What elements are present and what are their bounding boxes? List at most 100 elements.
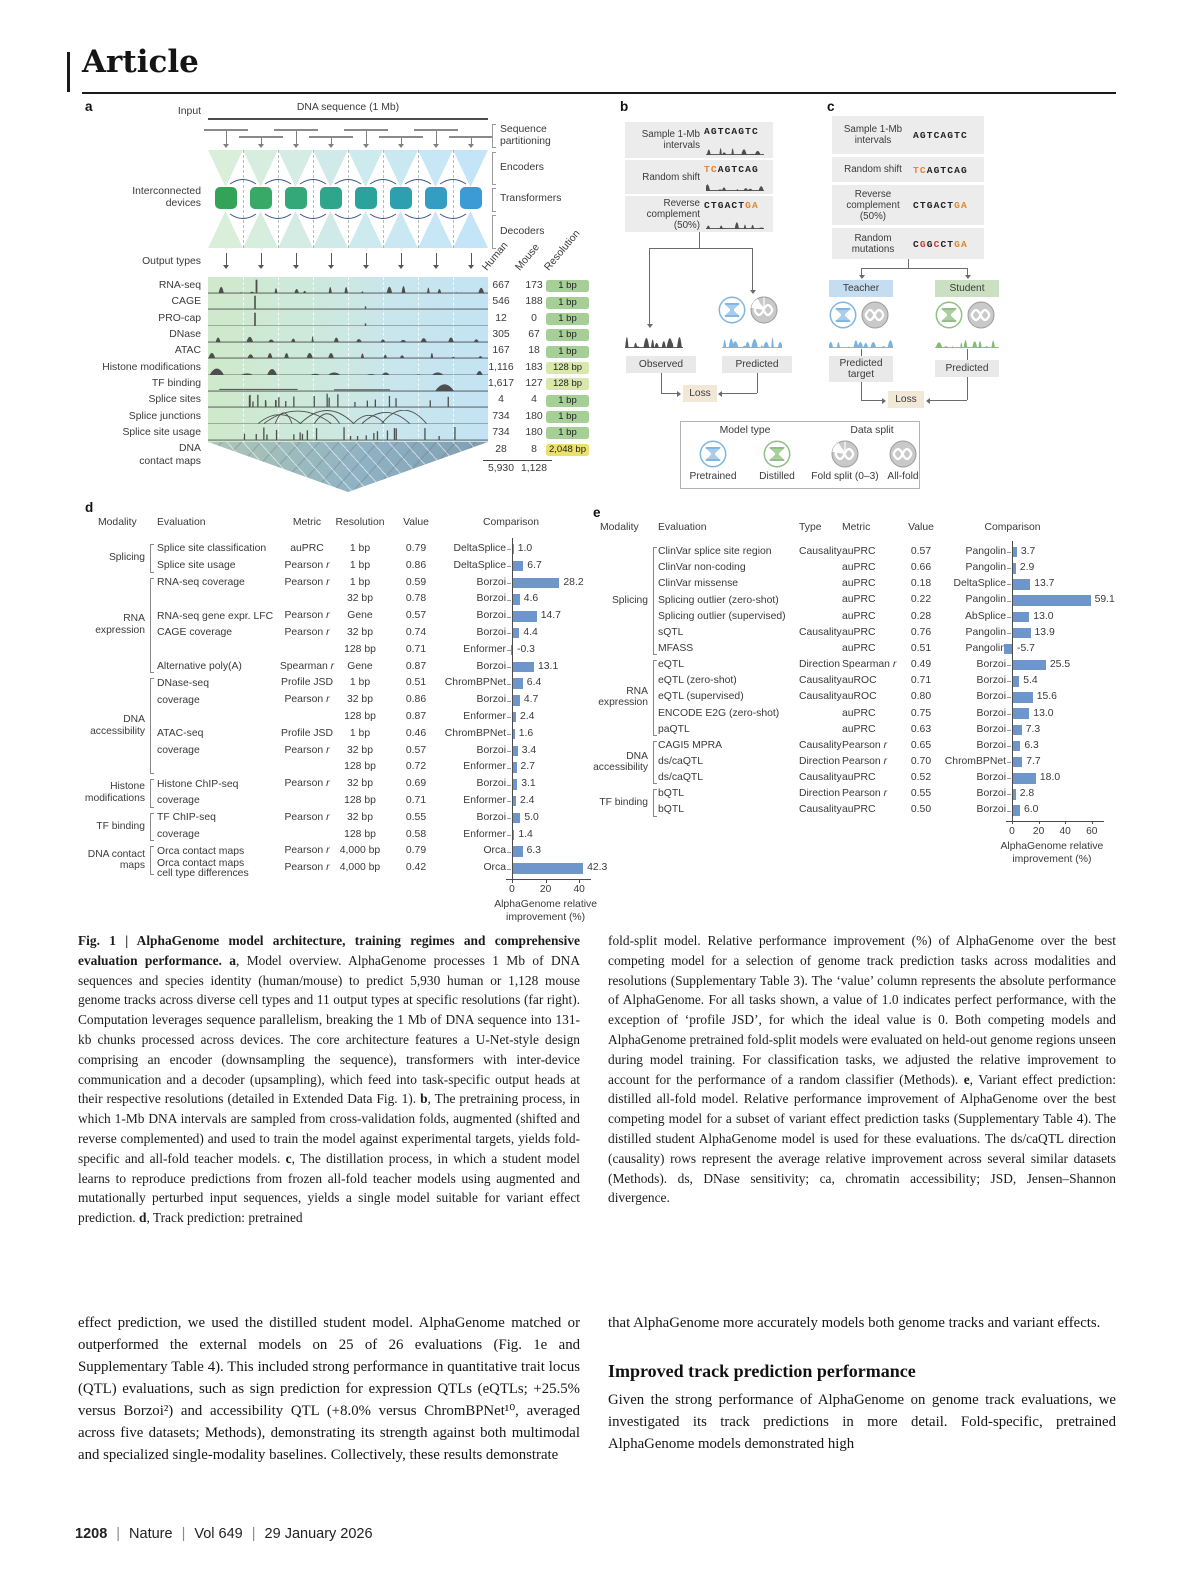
bar [1012, 724, 1022, 735]
resolution-cell: 4,000 bp [339, 862, 381, 874]
resolution-cell: Gene [347, 660, 373, 672]
category-tick [1007, 794, 1011, 796]
track-mouse-count: 8 [531, 444, 537, 455]
line [653, 740, 657, 742]
bar [1012, 546, 1017, 558]
resolution-cell: 32 bp [346, 778, 373, 790]
comparison-cell: Borzoi [976, 772, 1006, 784]
type-cell: Direction [799, 659, 840, 671]
evaluation-cell: CAGI5 MPRA [658, 739, 723, 751]
article-horizontal-rule [82, 92, 1116, 94]
metric-cell: Spearman r [279, 660, 335, 672]
comparison-cell: Pangolin [965, 594, 1006, 606]
arrow-head [363, 265, 369, 269]
augmentation-step-label: Random shift [642, 171, 700, 183]
augmentation-step-sequence: TCAGTCAG [913, 164, 968, 176]
bar [1012, 595, 1091, 606]
metric-cell: Pearson r [284, 811, 330, 823]
category-tick [1007, 552, 1011, 554]
line [492, 188, 493, 211]
category-tick [507, 801, 511, 803]
augmentation-step-box [832, 228, 984, 259]
line [1006, 820, 1104, 822]
line [150, 779, 154, 781]
bar-value-label: 3.1 [521, 778, 536, 790]
comparison-cell: Enformer [463, 795, 506, 806]
line [150, 846, 151, 874]
category-tick [1007, 778, 1011, 780]
augmentation-step-box [832, 116, 984, 154]
partition-segment [308, 136, 353, 138]
value-cell: 0.55 [405, 811, 427, 823]
augmentation-step-box [832, 157, 984, 182]
bar-value-label: 28.2 [563, 576, 584, 588]
evaluation-cell: paQTL [658, 723, 690, 735]
value-cell: 0.80 [910, 691, 932, 703]
line [492, 152, 493, 184]
bar [1012, 708, 1030, 719]
article-vertical-rule [67, 52, 70, 92]
evaluation-cell: ClinVar splice site region [658, 546, 772, 558]
bar-value-label: 4.7 [523, 694, 539, 706]
category-tick [507, 667, 511, 668]
augmentation-step-label: Reverse complement (50%) [846, 188, 900, 222]
comparison-cell: Borzoi [976, 723, 1006, 735]
all-fold-icon [967, 301, 995, 329]
arrow-head [677, 390, 681, 397]
arrow-head [749, 290, 756, 294]
axis-tick-label: 20 [1032, 825, 1045, 837]
arrow-head [926, 397, 930, 404]
track-mouse-count: 180 [525, 427, 543, 439]
metric-cell: auPRC [842, 626, 876, 638]
modality-label: Splicing [611, 594, 648, 606]
partition-segment [238, 136, 283, 138]
bar [512, 627, 520, 639]
track-resolution-badge: 1 bp [546, 312, 589, 325]
line [492, 124, 493, 147]
arrow-line [435, 131, 437, 145]
track-chunk-divider [418, 277, 419, 442]
student-box: Student [935, 280, 999, 297]
footer-separator: | [251, 1526, 256, 1542]
comparison-cell: Enformer [463, 761, 506, 773]
track-label: TF binding [151, 378, 201, 390]
arrow-head [858, 275, 865, 279]
value-cell: 0.51 [405, 677, 427, 689]
track-human-count: 734 [492, 427, 510, 439]
line [150, 846, 154, 848]
evaluation-cell: ds/caQTL [658, 756, 704, 767]
bar [1012, 563, 1016, 574]
category-tick [507, 767, 511, 769]
bar-value-label: 6.3 [526, 845, 542, 857]
category-tick [507, 583, 511, 584]
arrow-head [882, 397, 886, 404]
value-cell: 0.66 [910, 562, 932, 574]
predicted-signal [722, 330, 782, 348]
transformer-device [319, 187, 342, 209]
footer-journal: Nature [129, 1526, 173, 1542]
value-cell: 0.46 [405, 727, 427, 739]
line [492, 215, 493, 248]
bar-value-label: 42.3 [587, 862, 608, 874]
axis-tick-label: 60 [1086, 825, 1098, 837]
panel-d-letter: d [85, 500, 94, 515]
resolution-cell: 32 bp [346, 627, 373, 638]
value-cell: 0.86 [405, 694, 427, 706]
category-tick [507, 549, 511, 551]
evaluation-cell: coverage [157, 795, 200, 807]
arrow-head [223, 265, 229, 269]
resolution-cell: 1 bp [349, 677, 371, 689]
resolution-cell: 1 bp [349, 576, 371, 588]
category-tick [507, 599, 511, 601]
footer-volume: Vol 649 [194, 1526, 243, 1542]
metric-cell: Pearson r [284, 862, 330, 874]
bar-value-label: 7.7 [1026, 755, 1041, 767]
teacher-predicted-signal [829, 333, 893, 348]
distilled-model-icon [935, 301, 963, 329]
track-signal [208, 377, 488, 392]
value-cell: 0.79 [405, 845, 427, 857]
bar-value-label: -0.3 [517, 643, 535, 655]
partition-segment [343, 129, 388, 131]
all-fold-icon [861, 301, 889, 329]
